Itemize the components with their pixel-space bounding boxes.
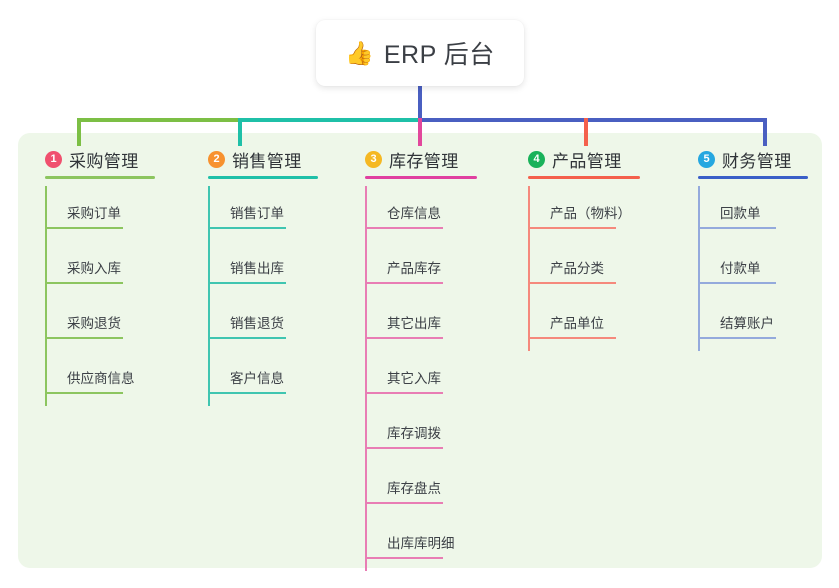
branch-column-4: 4 产品管理产品（物料） 产品分类产品单位 [528,146,640,351]
branch-title: 采购管理 [69,151,139,171]
leaf-spine [698,186,700,351]
leaf-label: 结算账户 [720,316,774,331]
leaf-spine [45,186,47,406]
leaf-underline [365,337,443,339]
leaf-label: 供应商信息 [67,371,135,386]
leaf-label: 客户信息 [230,371,284,386]
branch-column-1: 1 采购管理采购订单采购入库采购退货供应商信息 [45,146,155,406]
leaf-label: 仓库信息 [387,206,441,221]
leaf-underline [365,447,443,449]
branch-number-badge: 5 [698,150,715,168]
root-title: ERP 后台 [383,41,495,69]
leaf-label: 库存盘点 [387,481,441,496]
branch-underline [365,176,477,179]
branch-number-badge: 3 [365,150,382,168]
root-node[interactable]: 👍 ERP 后台 [316,20,524,86]
leaf-underline [528,282,616,284]
leaf-label: 销售出库 [230,261,284,276]
branch-column-2: 2 销售管理销售订单销售出库销售退货客户信息 [208,146,318,406]
leaf-underline [698,337,776,339]
leaf-underline [365,392,443,394]
branch-title: 销售管理 [232,151,302,171]
leaf-underline [208,282,286,284]
branch-column-5: 5 财务管理回款单付款单结算账户 [698,146,808,351]
branch-underline [45,176,155,179]
leaf-underline [45,282,123,284]
branches-panel [18,133,822,568]
branch-title: 库存管理 [389,151,459,171]
leaf-label: 出库库明细 [387,536,455,551]
leaf-underline [365,557,443,559]
leaf-label: 付款单 [720,261,761,276]
branch-underline [528,176,640,179]
branch-header-2[interactable]: 2 销售管理 [208,146,302,172]
leaf-underline [45,337,123,339]
leaf-underline [698,282,776,284]
leaf-underline [208,337,286,339]
branch-number-badge: 4 [528,150,545,168]
branch-title: 财务管理 [722,151,792,171]
branch-header-4[interactable]: 4 产品管理 [528,146,622,172]
branch-header-1[interactable]: 1 采购管理 [45,146,139,172]
leaf-spine [208,186,210,406]
leaf-underline [528,227,616,229]
leaf-label: 销售订单 [230,206,284,221]
leaf-label: 回款单 [720,206,761,221]
leaf-underline [208,392,286,394]
leaf-label: 采购退货 [67,316,121,331]
leaf-underline [698,227,776,229]
branch-underline [698,176,808,179]
leaf-label: 销售退货 [230,316,284,331]
leaf-underline [528,337,616,339]
leaf-underline [45,227,123,229]
leaf-label: 其它出库 [387,316,441,331]
branch-header-3[interactable]: 3 库存管理 [365,146,459,172]
leaf-label: 产品（物料） [550,206,631,221]
branch-column-3: 3 库存管理仓库信息产品库存其它出库其它入库库存调拨库存盘点出库库明细 [365,146,477,571]
leaf-underline [208,227,286,229]
leaf-spine [528,186,530,351]
leaf-underline [365,282,443,284]
leaf-underline [365,227,443,229]
leaf-label: 采购入库 [67,261,121,276]
leaf-label: 产品单位 [550,316,604,331]
branch-number-badge: 1 [45,150,62,168]
thumbs-up-icon: 👍 [345,39,374,66]
leaf-label: 采购订单 [67,206,121,221]
leaf-label: 产品分类 [550,261,604,276]
leaf-spine [365,186,367,571]
leaf-underline [45,392,123,394]
branch-number-badge: 2 [208,150,225,168]
leaf-label: 产品库存 [387,261,441,276]
leaf-underline [365,502,443,504]
branch-title: 产品管理 [552,151,622,171]
leaf-label: 其它入库 [387,371,441,386]
branch-underline [208,176,318,179]
leaf-label: 库存调拨 [387,426,441,441]
branch-header-5[interactable]: 5 财务管理 [698,146,792,172]
